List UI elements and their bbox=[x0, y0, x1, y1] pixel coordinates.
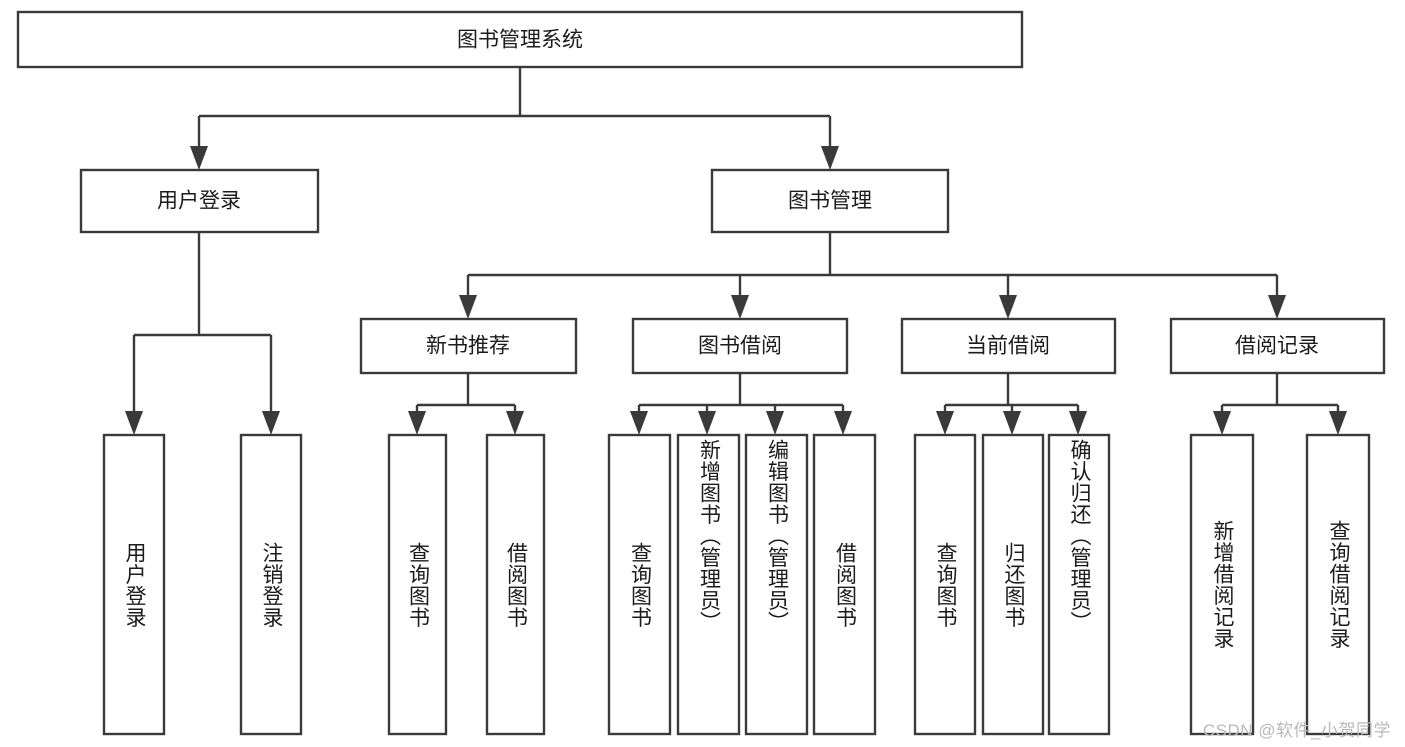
node-leaf-query-book-a-box[interactable] bbox=[387, 433, 448, 736]
node-new-book-rec-label: 新书推荐 bbox=[426, 335, 510, 358]
arrow-head-leaf-confirm-return bbox=[1069, 411, 1087, 435]
node-user-login-box[interactable] bbox=[79, 168, 320, 234]
arrow-head-leaf-add-record bbox=[1213, 411, 1231, 435]
csdn-watermark: CSDN @软件_小贺同学 bbox=[1202, 721, 1391, 740]
node-current-borrow[interactable]: 当前借阅 bbox=[900, 317, 1117, 375]
node-leaf-query-record-box[interactable] bbox=[1305, 433, 1371, 736]
node-leaf-borrow-book-a-box[interactable] bbox=[485, 433, 546, 736]
connector-group-book-borrow bbox=[630, 373, 852, 435]
arrow-head-leaf-borrow-book-a bbox=[506, 411, 524, 435]
arrow-head-leaf-add-book bbox=[698, 411, 716, 435]
node-borrow-record[interactable]: 借阅记录 bbox=[1169, 317, 1386, 375]
node-book-borrow-label: 图书借阅 bbox=[698, 335, 782, 358]
node-leaf-user-login-box[interactable] bbox=[102, 433, 166, 736]
node-leaf-return-book-box[interactable] bbox=[981, 433, 1045, 736]
arrow-head-borrow-record bbox=[1268, 295, 1286, 319]
node-leaf-query-book-b-box[interactable] bbox=[607, 433, 672, 736]
arrow-head-leaf-query-book-b bbox=[630, 411, 648, 435]
node-book-manage-box[interactable] bbox=[710, 168, 950, 234]
leaf-box-group bbox=[102, 433, 1371, 736]
node-root-box[interactable] bbox=[16, 10, 1024, 69]
node-book-manage[interactable]: 图书管理 bbox=[710, 168, 950, 234]
node-leaf-query-book-c-box[interactable] bbox=[913, 433, 977, 736]
arrow-head-leaf-query-book-a bbox=[408, 411, 426, 435]
node-root-label: 图书管理系统 bbox=[457, 29, 583, 52]
arrow-head-book-manage bbox=[821, 146, 839, 170]
arrow-head-leaf-return-book bbox=[1003, 411, 1021, 435]
arrow-head-leaf-query-book-c bbox=[936, 411, 954, 435]
arrow-head-leaf-query-record bbox=[1329, 411, 1347, 435]
arrow-head-leaf-borrow-book-b bbox=[834, 411, 852, 435]
node-leaf-add-book-box[interactable] bbox=[676, 433, 741, 736]
arrow-head-current-borrow bbox=[999, 295, 1017, 319]
node-user-login-label: 用户登录 bbox=[157, 190, 241, 213]
arrow-head-leaf-logout bbox=[262, 411, 280, 435]
connector-group-book-manage bbox=[459, 232, 1286, 319]
node-borrow-record-box[interactable] bbox=[1169, 317, 1386, 375]
node-leaf-confirm-return-box[interactable] bbox=[1047, 433, 1111, 736]
connector-group-borrow-record bbox=[1213, 373, 1347, 435]
node-current-borrow-label: 当前借阅 bbox=[966, 335, 1050, 358]
node-borrow-record-label: 借阅记录 bbox=[1235, 335, 1319, 358]
node-book-borrow-box[interactable] bbox=[631, 317, 849, 375]
node-leaf-logout-box[interactable] bbox=[239, 433, 303, 736]
node-leaf-borrow-book-b-box[interactable] bbox=[812, 433, 877, 736]
connector-group-user-login bbox=[125, 232, 280, 435]
node-book-manage-label: 图书管理 bbox=[788, 190, 872, 213]
node-new-book-rec[interactable]: 新书推荐 bbox=[359, 317, 578, 375]
connector-group-new-book-rec bbox=[408, 373, 524, 435]
connector-group-current-borrow bbox=[936, 373, 1087, 435]
node-book-borrow[interactable]: 图书借阅 bbox=[631, 317, 849, 375]
arrow-head-book-borrow bbox=[731, 295, 749, 319]
connector-group-root bbox=[190, 67, 839, 170]
node-leaf-edit-book-box[interactable] bbox=[744, 433, 809, 736]
node-current-borrow-box[interactable] bbox=[900, 317, 1117, 375]
arrow-head-leaf-edit-book bbox=[766, 411, 784, 435]
node-new-book-rec-box[interactable] bbox=[359, 317, 578, 375]
arrow-head-user-login bbox=[190, 146, 208, 170]
node-root[interactable]: 图书管理系统 bbox=[16, 10, 1024, 69]
node-user-login[interactable]: 用户登录 bbox=[79, 168, 320, 234]
arrow-head-new-book-rec bbox=[459, 295, 477, 319]
arrow-head-leaf-user-login bbox=[125, 411, 143, 435]
node-leaf-add-record-box[interactable] bbox=[1189, 433, 1255, 736]
